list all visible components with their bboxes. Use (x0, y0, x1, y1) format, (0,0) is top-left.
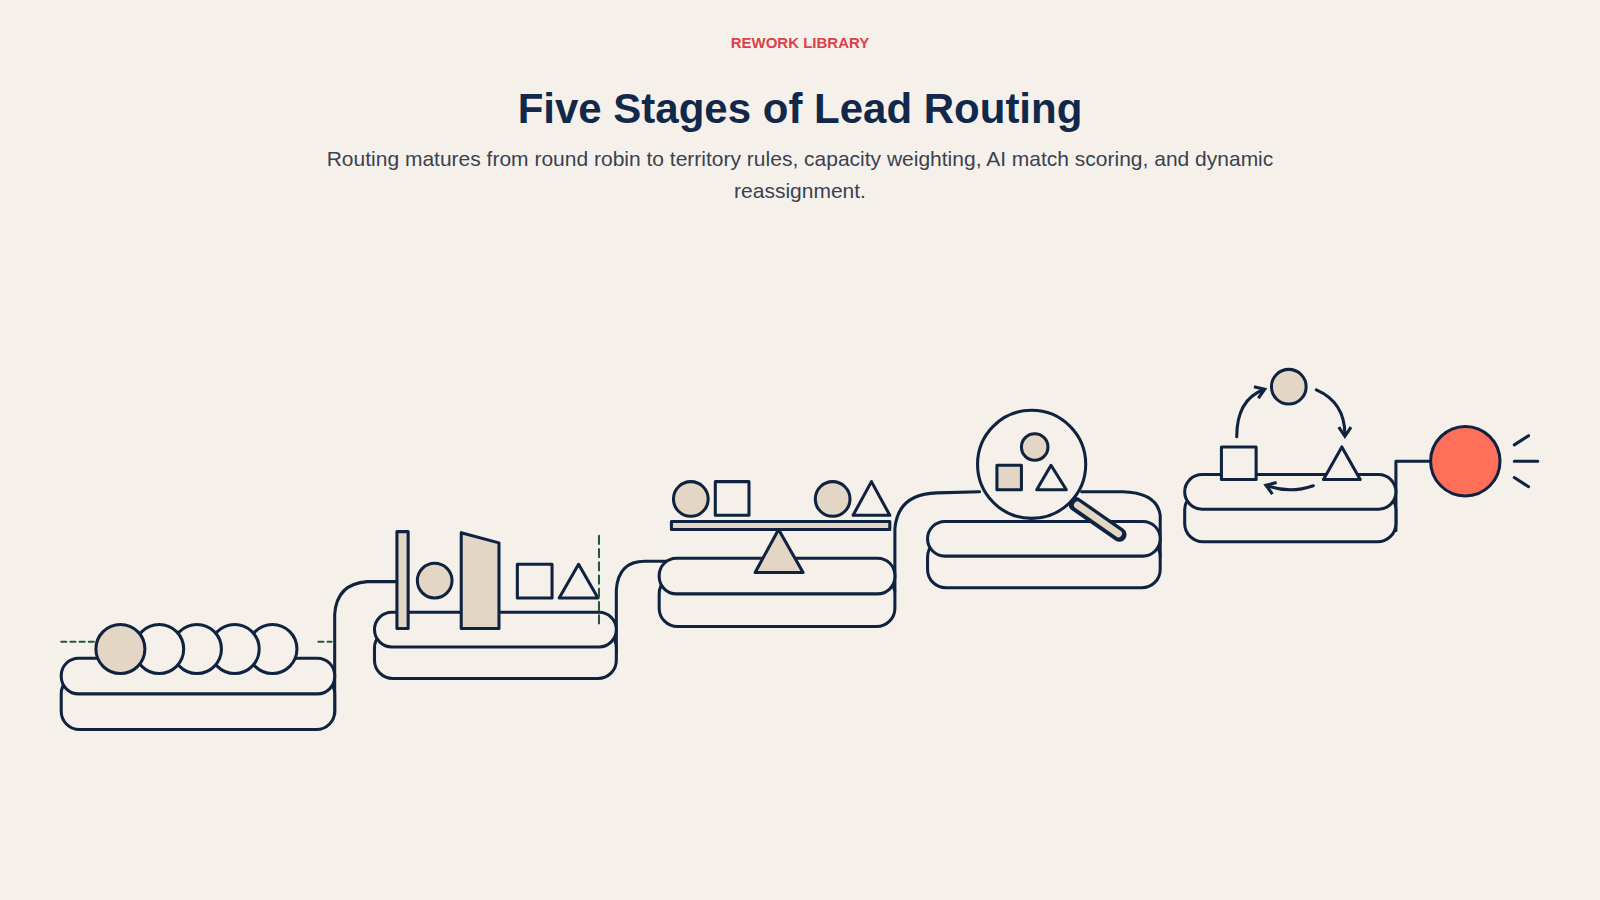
cycle-arrow (1316, 390, 1345, 435)
track-line (1396, 461, 1431, 530)
lead-circle (673, 482, 708, 517)
cycle-arrow (1237, 390, 1264, 437)
platform (1185, 474, 1396, 541)
lead-square (1221, 447, 1256, 480)
lead-triangle (1323, 447, 1360, 480)
lead-circle (1271, 369, 1306, 404)
lead-triangle (853, 482, 890, 516)
seesaw-beam (671, 521, 889, 529)
lead-square (517, 564, 552, 598)
magnifier-handle (1076, 504, 1120, 535)
eyebrow-label: REWORK LIBRARY (0, 33, 1600, 53)
lead-circle (96, 624, 145, 673)
lead-triangle (1037, 465, 1067, 489)
gate-bar (397, 532, 408, 629)
lead-square (997, 465, 1021, 489)
lead-square (715, 482, 749, 516)
page-title: Five Stages of Lead Routing (0, 84, 1600, 134)
lead-triangle (559, 564, 598, 598)
sun-rays (1514, 436, 1537, 487)
magnifier-handle (1078, 505, 1119, 534)
cycle-arrow (1267, 486, 1313, 490)
page-caption: Routing matures from round robin to terr… (275, 143, 1325, 207)
outcome-sun (1431, 427, 1500, 496)
lead-circle (417, 563, 452, 598)
fulcrum (755, 530, 803, 573)
lead-circle (815, 482, 850, 517)
gate-panel (461, 533, 499, 629)
magnifier-lens (978, 410, 1086, 518)
dashed-guide (598, 536, 600, 628)
lead-circle (1021, 434, 1048, 461)
